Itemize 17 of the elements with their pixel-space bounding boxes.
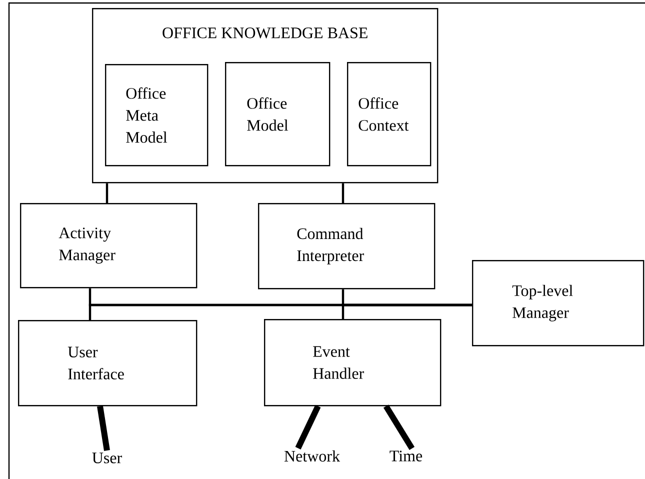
- component-box: User Interface: [18, 320, 198, 406]
- component-box: Activity Manager: [20, 203, 198, 288]
- endpoint-label: Time: [390, 450, 422, 462]
- connector-line: [383, 404, 415, 450]
- connector-line: [97, 406, 110, 451]
- endpoint-label: User: [92, 452, 122, 464]
- bus-line: [106, 183, 108, 203]
- connector-line: [295, 404, 321, 450]
- endpoint-label: Network: [284, 450, 340, 462]
- component-box: Office Model: [225, 62, 330, 166]
- component-box: Top-level Manager: [472, 260, 644, 346]
- component-box: Office Context: [347, 62, 432, 166]
- bus-line: [342, 183, 344, 203]
- component-box: Office Meta Model: [105, 64, 208, 166]
- component-box: Event Handler: [264, 319, 442, 406]
- bus-line: [342, 304, 472, 319]
- component-box: Command Interpreter: [258, 203, 436, 290]
